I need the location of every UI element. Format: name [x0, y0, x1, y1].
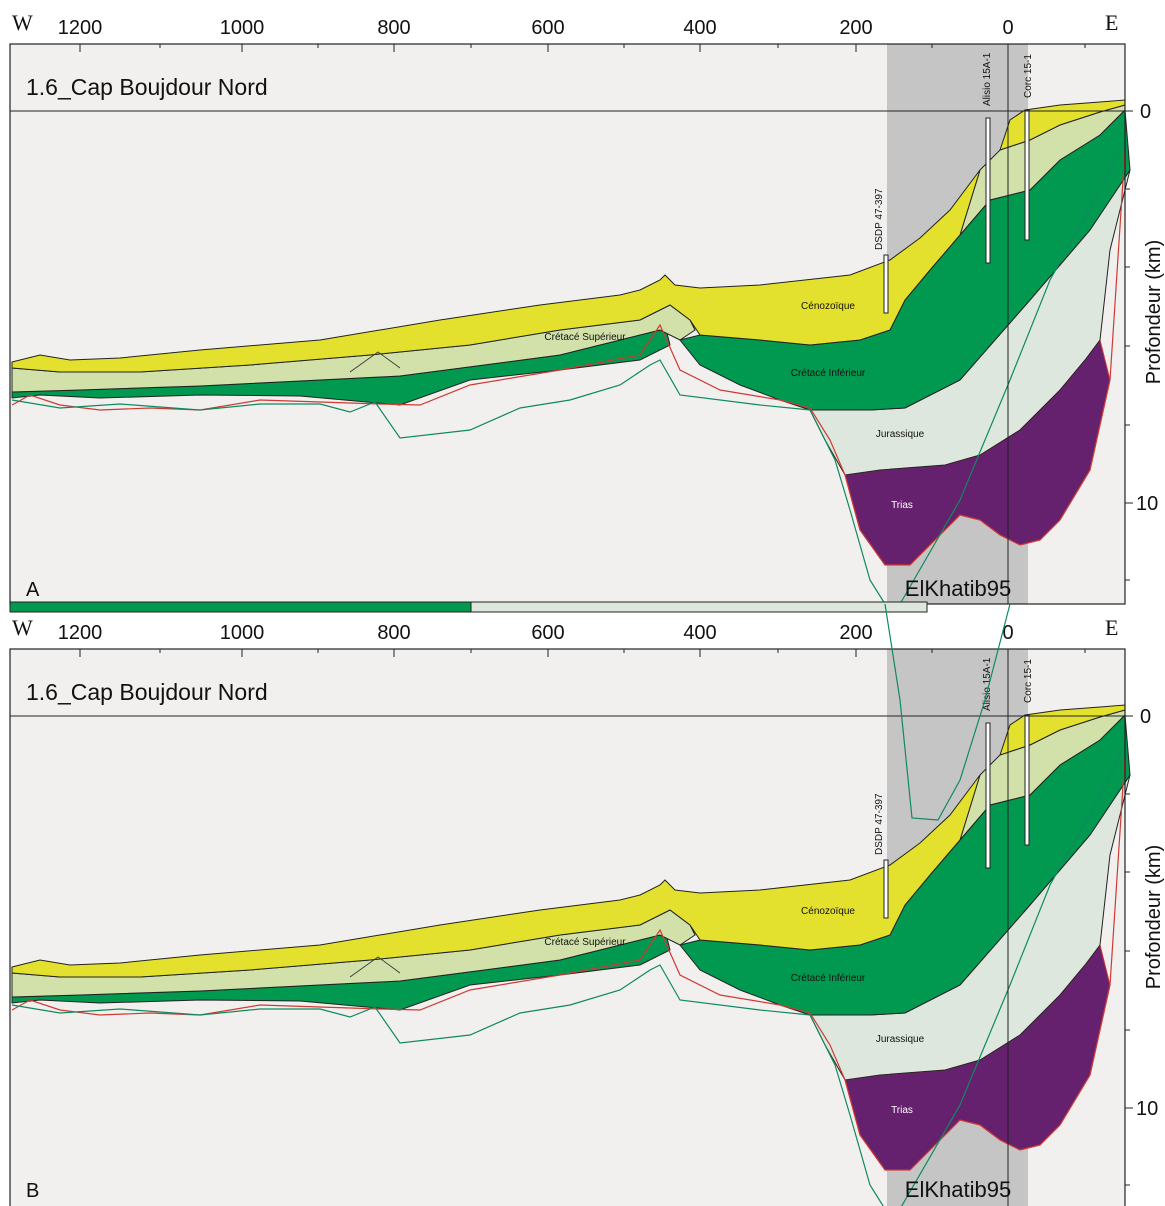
east-label: E — [1105, 10, 1118, 35]
well-label: DSDP 47-397 — [874, 793, 885, 855]
layer-label: Crétacé Supérieur — [544, 332, 626, 343]
panel-letter: B — [26, 1180, 39, 1202]
layer-label: Cénozoïque — [801, 906, 855, 917]
x-tick-label: 1200 — [58, 17, 103, 39]
panel-b: W E 1200 1000 800 600 400 200 0 0 10 Pro… — [9, 615, 1165, 1206]
well-label: DSDP 47-397 — [874, 188, 885, 250]
y-tick-label: 10 — [1136, 493, 1158, 515]
source-label: ElKhatib95 — [905, 576, 1011, 601]
west-label: W — [12, 10, 33, 35]
panel-letter: A — [26, 579, 40, 601]
well-label: Corc 15-1 — [1023, 54, 1034, 98]
well-label: Alisio 15A-1 — [982, 657, 993, 711]
x-tick-label: 600 — [531, 622, 564, 644]
panel-a-geology — [9, 43, 1134, 605]
x-tick-label: 200 — [839, 17, 872, 39]
layer-label: Cénozoïque — [801, 301, 855, 312]
x-tick-label: 1000 — [220, 17, 265, 39]
panel-title: 1.6_Cap Boujdour Nord — [26, 679, 268, 705]
x-tick-label: 400 — [683, 17, 716, 39]
well-label: Alisio 15A-1 — [982, 52, 993, 106]
x-tick-label: 200 — [839, 622, 872, 644]
y-axis-label: Profondeur (km) — [1143, 240, 1165, 385]
panel-a: W E 1200 1000 800 600 400 200 0 0 10 Pro… — [9, 10, 1165, 605]
well-label: Corc 15-1 — [1023, 659, 1034, 703]
panel-title: 1.6_Cap Boujdour Nord — [26, 74, 268, 100]
layer-label: Trias — [891, 1105, 913, 1116]
y-tick-label: 0 — [1140, 101, 1151, 123]
legend-bar — [9, 601, 928, 613]
layer-label: Trias — [891, 500, 913, 511]
east-label: E — [1105, 615, 1118, 640]
y-axis-label: Profondeur (km) — [1143, 845, 1165, 990]
x-tick-label: 0 — [1002, 622, 1013, 644]
x-tick-label: 400 — [683, 622, 716, 644]
x-tick-label: 1200 — [58, 622, 103, 644]
moho-connector-line — [884, 603, 1011, 821]
layer-label: Jurassique — [876, 1034, 925, 1045]
x-tick-label: 1000 — [220, 622, 265, 644]
x-tick-label: 600 — [531, 17, 564, 39]
x-tick-label: 800 — [377, 622, 410, 644]
x-tick-label: 800 — [377, 17, 410, 39]
source-label: ElKhatib95 — [905, 1177, 1011, 1202]
layer-label: Crétacé Inférieur — [791, 368, 866, 379]
layer-label: Jurassique — [876, 429, 925, 440]
y-tick-label: 0 — [1140, 706, 1151, 728]
panel-b-geology — [9, 648, 1134, 1206]
layer-label: Crétacé Supérieur — [544, 937, 626, 948]
x-tick-label: 0 — [1002, 17, 1013, 39]
west-label: W — [12, 615, 33, 640]
y-tick-label: 10 — [1136, 1098, 1158, 1120]
layer-label: Crétacé Inférieur — [791, 973, 866, 984]
